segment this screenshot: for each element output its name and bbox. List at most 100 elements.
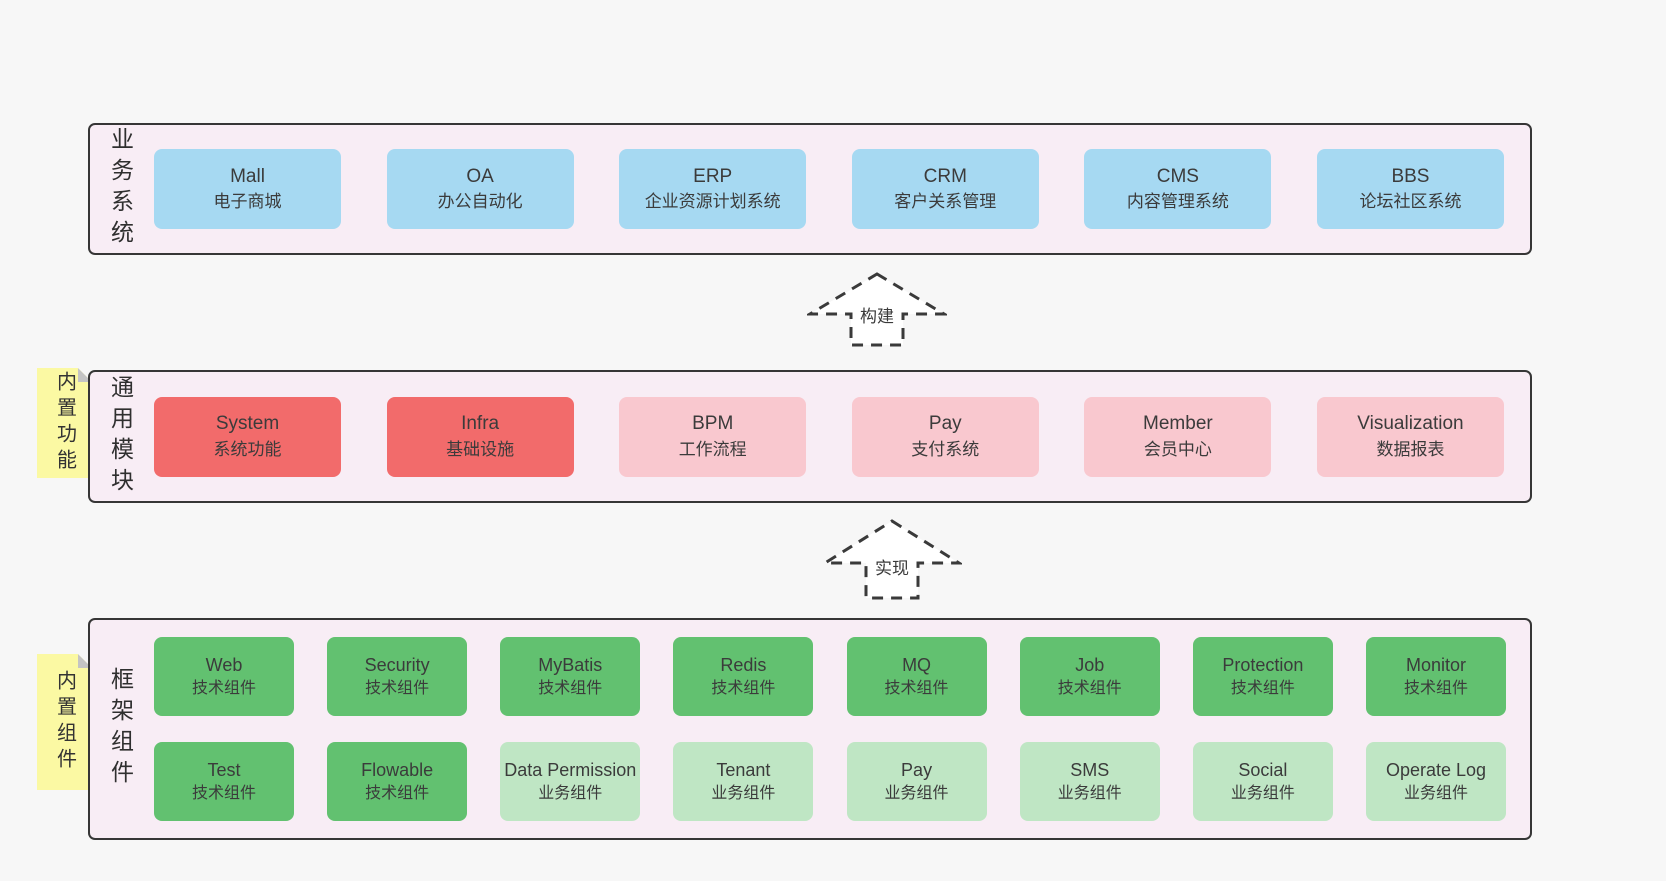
box-title: Visualization	[1357, 413, 1464, 435]
box-title: Test	[207, 760, 241, 781]
box-redis: Redis 技术组件	[673, 637, 814, 716]
box-subtitle: 办公自动化	[437, 192, 523, 212]
sticky-label: 内置组件	[53, 670, 76, 774]
band-business-systems: 业务系统 Mall 电子商城 OA 办公自动化 ERP 企业资源计划系统 CRM…	[88, 123, 1532, 255]
box-subtitle: 技术组件	[191, 680, 256, 698]
box-title: Member	[1143, 413, 1213, 435]
box-subtitle: 技术组件	[711, 680, 776, 698]
box-pay-component: Pay 业务组件	[846, 742, 987, 821]
box-test: Test 技术组件	[154, 742, 294, 821]
box-oa: OA 办公自动化	[386, 149, 574, 229]
box-infra: Infra 基础设施	[386, 396, 574, 477]
box-subtitle: 数据报表	[1376, 439, 1445, 459]
box-title: Infra	[461, 413, 500, 435]
box-subtitle: 工作流程	[678, 439, 747, 459]
box-subtitle: 技术组件	[1057, 680, 1122, 698]
box-title: Pay	[928, 413, 962, 435]
box-title: Social	[1238, 760, 1288, 781]
box-operate-log: Operate Log 业务组件	[1365, 742, 1506, 821]
box-crm: CRM 客户关系管理	[851, 149, 1039, 229]
box-title: Web	[205, 655, 243, 676]
box-member: Member 会员中心	[1084, 396, 1272, 477]
box-title: BPM	[692, 413, 734, 435]
box-title: Redis	[720, 655, 767, 676]
component-row-2: Test 技术组件 Flowable 技术组件 Data Permission …	[154, 742, 1506, 821]
box-subtitle: 技术组件	[884, 680, 949, 698]
box-mybatis: MyBatis 技术组件	[500, 637, 641, 716]
box-cms: CMS 内容管理系统	[1084, 149, 1272, 229]
box-bpm: BPM 工作流程	[619, 396, 807, 477]
box-subtitle: 业务组件	[1230, 785, 1295, 803]
box-visualization: Visualization 数据报表	[1316, 396, 1504, 477]
box-title: OA	[466, 165, 494, 187]
box-subtitle: 业务组件	[884, 785, 949, 803]
box-subtitle: 技术组件	[538, 680, 603, 698]
sticky-label: 内置功能	[53, 371, 76, 475]
band-common-modules: 通用模块 System 系统功能 Infra 基础设施 BPM 工作流程 Pay…	[88, 370, 1532, 503]
box-job: Job 技术组件	[1019, 637, 1160, 716]
box-subtitle: 会员中心	[1143, 439, 1212, 459]
box-title: System	[215, 413, 280, 435]
box-subtitle: 客户关系管理	[894, 192, 997, 212]
box-title: CMS	[1156, 165, 1199, 187]
box-subtitle: 技术组件	[1230, 680, 1295, 698]
box-data-permission: Data Permission 业务组件	[500, 742, 641, 821]
box-monitor: Monitor 技术组件	[1365, 637, 1506, 716]
box-title: Data Permission	[504, 760, 637, 781]
box-subtitle: 电子商城	[213, 192, 282, 212]
sticky-note-built-in-features: 内置功能	[37, 368, 92, 478]
box-subtitle: 技术组件	[191, 785, 256, 803]
box-title: Flowable	[361, 760, 434, 781]
box-title: SMS	[1070, 760, 1110, 781]
box-subtitle: 基础设施	[446, 439, 515, 459]
box-subtitle: 业务组件	[1057, 785, 1122, 803]
box-sms: SMS 业务组件	[1019, 742, 1160, 821]
box-title: Tenant	[716, 760, 771, 781]
box-subtitle: 技术组件	[365, 680, 430, 698]
module-boxes: System 系统功能 Infra 基础设施 BPM 工作流程 Pay 支付系统…	[146, 372, 1530, 501]
box-title: MQ	[902, 655, 932, 676]
build-arrow-icon: 构建	[807, 271, 947, 348]
box-system: System 系统功能	[154, 396, 341, 477]
arrow-label-build: 构建	[857, 302, 897, 327]
box-subtitle: 业务组件	[711, 785, 776, 803]
box-title: ERP	[693, 165, 733, 187]
box-erp: ERP 企业资源计划系统	[619, 149, 807, 229]
box-subtitle: 论坛社区系统	[1359, 192, 1462, 212]
box-subtitle: 支付系统	[911, 439, 980, 459]
box-mall: Mall 电子商城	[154, 149, 341, 229]
sticky-note-built-in-components: 内置组件	[37, 654, 92, 790]
business-boxes: Mall 电子商城 OA 办公自动化 ERP 企业资源计划系统 CRM 客户关系…	[146, 125, 1530, 253]
band-label-business-systems: 业务系统	[107, 127, 134, 251]
box-title: Operate Log	[1385, 760, 1487, 781]
box-title: Job	[1075, 655, 1105, 676]
box-web: Web 技术组件	[154, 637, 294, 716]
box-tenant: Tenant 业务组件	[673, 742, 814, 821]
implement-arrow-icon: 实现	[822, 518, 962, 601]
box-subtitle: 技术组件	[1403, 680, 1468, 698]
band-label-common-modules: 通用模块	[107, 374, 134, 499]
box-title: CRM	[923, 165, 967, 187]
arrow-label-implement: 实现	[872, 554, 912, 579]
box-subtitle: 内容管理系统	[1126, 192, 1229, 212]
box-title: MyBatis	[538, 655, 603, 676]
box-title: Mall	[230, 165, 265, 187]
box-security: Security 技术组件	[327, 637, 468, 716]
box-social: Social 业务组件	[1192, 742, 1333, 821]
box-subtitle: 业务组件	[1403, 785, 1468, 803]
box-bbs: BBS 论坛社区系统	[1316, 149, 1504, 229]
band-framework-components: 框架组件 Web 技术组件 Security 技术组件 MyBatis 技术组件…	[88, 618, 1532, 840]
box-subtitle: 企业资源计划系统	[644, 192, 781, 212]
band-label-framework-components: 框架组件	[107, 667, 134, 791]
box-title: Pay	[901, 760, 933, 781]
box-title: Security	[364, 655, 430, 676]
box-subtitle: 业务组件	[538, 785, 603, 803]
box-flowable: Flowable 技术组件	[327, 742, 468, 821]
box-subtitle: 技术组件	[365, 785, 430, 803]
box-pay: Pay 支付系统	[851, 396, 1039, 477]
box-title: Monitor	[1405, 655, 1466, 676]
box-protection: Protection 技术组件	[1192, 637, 1333, 716]
component-row-1: Web 技术组件 Security 技术组件 MyBatis 技术组件 Redi…	[154, 637, 1506, 716]
box-subtitle: 系统功能	[213, 439, 282, 459]
